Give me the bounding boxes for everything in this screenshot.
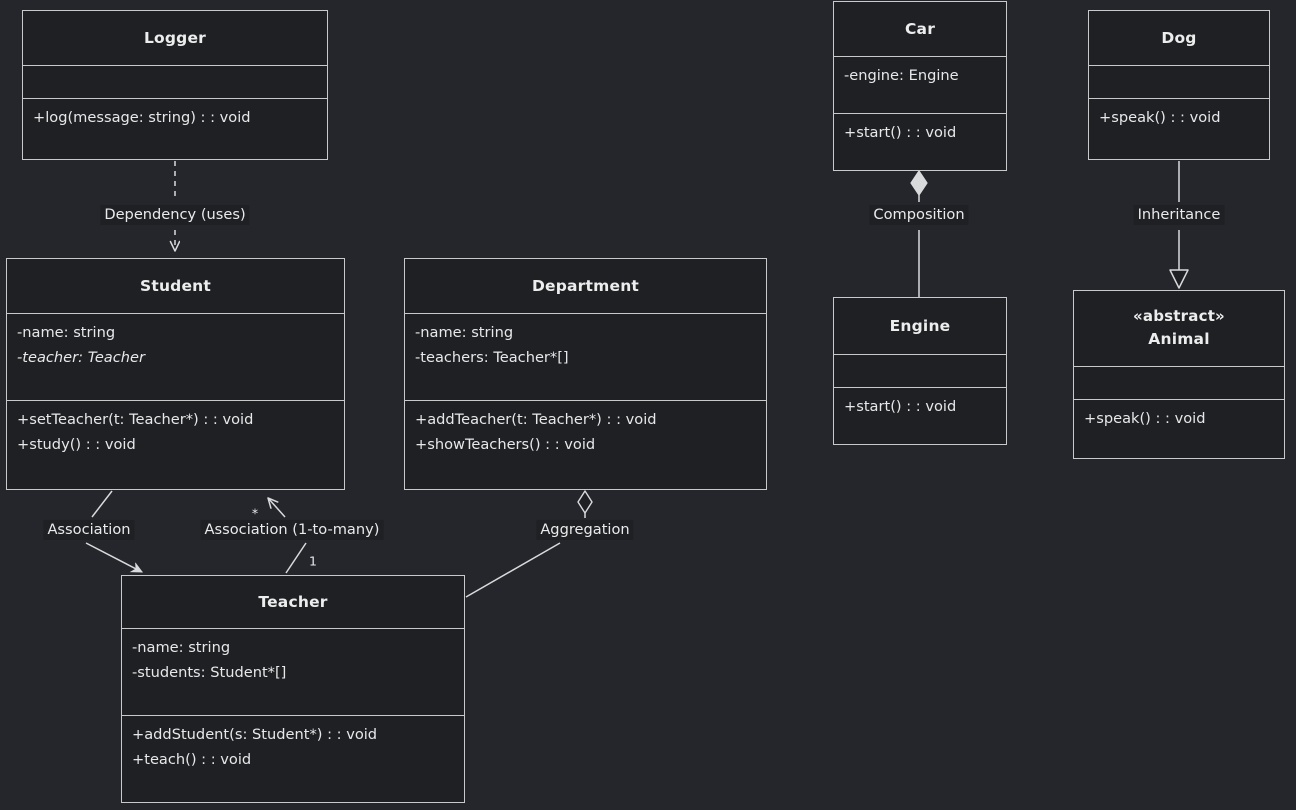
- class-header-animal: «abstract» Animal: [1074, 291, 1284, 367]
- class-method-row: +log(message: string) : : void: [33, 109, 251, 126]
- class-attributes-logger: [23, 66, 327, 99]
- class-method-row: +showTeachers() : : void: [415, 435, 596, 453]
- class-method-row: +start() : : void: [844, 124, 957, 141]
- class-attribute-row: -teacher: Teacher: [17, 348, 146, 366]
- class-name-department: Department: [531, 276, 640, 295]
- relationship-label-composition: Composition: [869, 204, 969, 226]
- class-box-teacher[interactable]: Teacher -name: string -students: Student…: [121, 575, 465, 803]
- class-header-logger: Logger: [23, 11, 327, 66]
- class-attribute-row: -name: string: [415, 324, 514, 341]
- class-name-engine: Engine: [889, 316, 951, 335]
- class-method-row: +teach() : : void: [132, 750, 252, 768]
- class-box-car[interactable]: Car -engine: Engine +start() : : void: [833, 1, 1007, 171]
- class-box-department[interactable]: Department -name: string -teachers: Teac…: [404, 258, 767, 490]
- relationship-label-inheritance: Inheritance: [1133, 204, 1225, 226]
- class-attributes-student: -name: string -teacher: Teacher: [7, 314, 344, 401]
- edge-aggregation: [465, 490, 593, 598]
- class-box-logger[interactable]: Logger +log(message: string) : : void: [22, 10, 328, 160]
- class-methods-logger: +log(message: string) : : void: [23, 99, 327, 138]
- relationship-label-association-left: Association: [43, 519, 135, 541]
- class-header-dog: Dog: [1089, 11, 1269, 66]
- class-stereotype-animal: «abstract»: [1133, 307, 1225, 326]
- relationship-label-dependency: Dependency (uses): [100, 204, 250, 226]
- class-methods-teacher: +addStudent(s: Student*) : : void +teach…: [122, 716, 464, 779]
- class-box-dog[interactable]: Dog +speak() : : void: [1088, 10, 1270, 160]
- relationship-label-aggregation: Aggregation: [536, 519, 634, 541]
- class-method-row: +start() : : void: [844, 398, 957, 415]
- class-attribute-row: -name: string: [17, 324, 116, 341]
- class-method-row: +setTeacher(t: Teacher*) : : void: [17, 411, 254, 428]
- relationship-label-association-one-to-many: Association (1-to-many): [200, 519, 384, 541]
- class-methods-dog: +speak() : : void: [1089, 99, 1269, 138]
- class-name-animal: Animal: [1148, 330, 1210, 349]
- class-name-teacher: Teacher: [258, 592, 328, 611]
- class-name-car: Car: [904, 19, 936, 38]
- class-name-logger: Logger: [143, 28, 207, 47]
- class-methods-animal: +speak() : : void: [1074, 400, 1284, 439]
- class-name-student: Student: [139, 276, 212, 295]
- class-attribute-row: -teachers: Teacher*[]: [415, 348, 569, 366]
- class-attributes-engine: [834, 355, 1006, 388]
- class-method-row: +speak() : : void: [1099, 109, 1221, 126]
- class-attributes-dog: [1089, 66, 1269, 99]
- class-attributes-teacher: -name: string -students: Student*[]: [122, 629, 464, 716]
- class-header-student: Student: [7, 259, 344, 314]
- class-method-row: +addStudent(s: Student*) : : void: [132, 726, 378, 743]
- class-header-car: Car: [834, 2, 1006, 57]
- class-methods-car: +start() : : void: [834, 114, 1006, 153]
- multiplicity-label-many: *: [251, 505, 259, 521]
- class-method-row: +study() : : void: [17, 435, 136, 453]
- class-attributes-animal: [1074, 367, 1284, 400]
- class-methods-student: +setTeacher(t: Teacher*) : : void +study…: [7, 401, 344, 464]
- class-box-animal[interactable]: «abstract» Animal +speak() : : void: [1073, 290, 1285, 459]
- class-name-dog: Dog: [1161, 28, 1197, 47]
- class-attribute-row: -students: Student*[]: [132, 663, 287, 681]
- edge-composition: [910, 170, 928, 297]
- multiplicity-label-one: 1: [309, 553, 317, 569]
- class-attributes-car: -engine: Engine: [834, 57, 1006, 114]
- class-method-row: +addTeacher(t: Teacher*) : : void: [415, 411, 657, 428]
- class-box-engine[interactable]: Engine +start() : : void: [833, 297, 1007, 445]
- class-methods-department: +addTeacher(t: Teacher*) : : void +showT…: [405, 401, 766, 464]
- class-attribute-row: -name: string: [132, 639, 231, 656]
- class-box-student[interactable]: Student -name: string -teacher: Teacher …: [6, 258, 345, 490]
- class-method-row: +speak() : : void: [1084, 410, 1206, 427]
- class-header-teacher: Teacher: [122, 576, 464, 629]
- class-attributes-department: -name: string -teachers: Teacher*[]: [405, 314, 766, 401]
- class-attribute-row: -engine: Engine: [844, 67, 959, 84]
- class-header-engine: Engine: [834, 298, 1006, 355]
- class-header-department: Department: [405, 259, 766, 314]
- class-methods-engine: +start() : : void: [834, 388, 1006, 427]
